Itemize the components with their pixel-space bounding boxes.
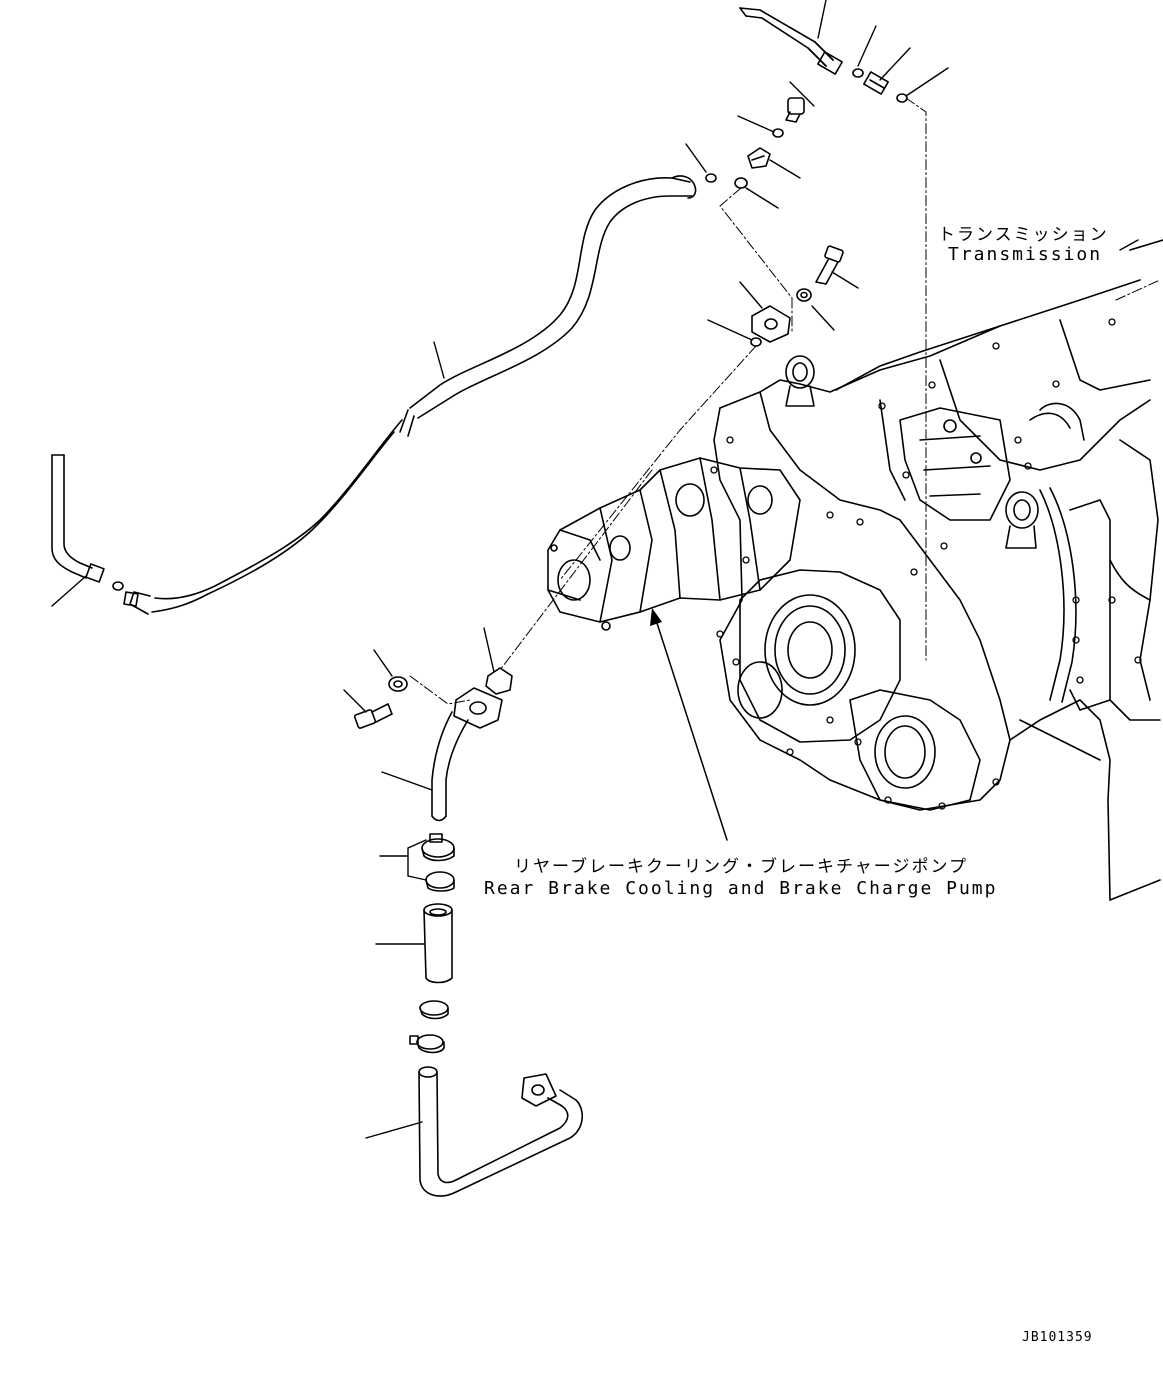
o-ring-elbow	[705, 173, 717, 183]
washer-upper	[796, 288, 812, 302]
pump-arrow	[655, 619, 728, 841]
long-hose	[123, 175, 697, 615]
elbow-fitting	[747, 147, 771, 169]
bolt-lower	[353, 703, 393, 729]
o-ring-top	[852, 68, 864, 78]
pump-label-en: Rear Brake Cooling and Brake Charge Pump	[484, 878, 998, 899]
lifting-eye-left	[785, 355, 815, 407]
valve-block	[899, 402, 1085, 521]
o-ring-hose-end	[112, 581, 124, 591]
brake-charge-pump	[547, 457, 801, 631]
hose-clamp-lower	[419, 1000, 449, 1020]
bolt-upper	[815, 245, 844, 285]
split-flange-lower	[453, 687, 503, 729]
transmission-label-ja: トランスミッション	[938, 225, 1109, 245]
rubber-hose	[423, 903, 453, 984]
union-fitting	[863, 71, 889, 95]
left-tube	[51, 454, 105, 583]
drawing-code: JB101359	[1022, 1330, 1093, 1345]
pipe-nut	[817, 51, 843, 75]
transmission-label-en: Transmission	[948, 244, 1103, 265]
leader-lines	[51, 0, 1139, 1139]
pump-label-ja: リヤーブレーキクーリング・ブレーキチャージポンプ	[514, 857, 968, 877]
top-pipe	[739, 7, 834, 67]
elbow-tube	[431, 711, 469, 822]
split-flange-upper	[751, 305, 791, 343]
o-ring-small	[734, 177, 748, 189]
pump-arrowhead	[650, 608, 662, 626]
gasket	[485, 667, 513, 695]
transmission-bolts	[710, 318, 1142, 810]
o-ring-union	[896, 93, 908, 103]
washer-lower	[388, 676, 408, 692]
plug	[785, 97, 805, 123]
centre-lines	[409, 97, 1161, 705]
lifting-eye-right	[1005, 491, 1039, 549]
hose-clamp-lower-2	[409, 1034, 445, 1054]
o-ring-plug	[772, 128, 784, 138]
suction-tube	[418, 1066, 583, 1197]
hose-clamp-upper-2	[425, 871, 455, 892]
front-housing-plate	[737, 569, 981, 811]
transmission-housing	[713, 239, 1163, 901]
o-ring-flange	[750, 337, 762, 347]
hose-clamp-upper	[421, 833, 455, 862]
side-tube	[1039, 487, 1151, 711]
